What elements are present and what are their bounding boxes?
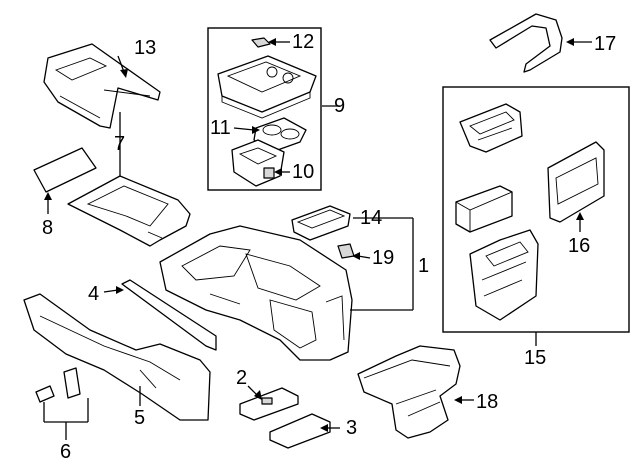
part-17-bracket [489, 13, 563, 73]
callout-5: 5 [134, 407, 145, 429]
part-10-storage-bin [231, 139, 285, 187]
callout-12: 12 [292, 31, 314, 53]
part-1-console-body [159, 225, 353, 361]
group-box-9 [207, 27, 322, 191]
part-2-module [239, 387, 299, 421]
callout-16: 16 [568, 235, 590, 257]
part-5-side-panel [23, 293, 211, 421]
arrows [44, 38, 592, 432]
part-19-clip [337, 243, 355, 259]
part-16-side-panel [547, 141, 605, 223]
callout-11: 11 [210, 117, 231, 139]
part-15-lower-housing [469, 229, 539, 321]
part-13-upper-trim [43, 43, 161, 129]
part-7-floor-mat [67, 175, 191, 247]
callout-15: 15 [524, 347, 546, 369]
part-15-battery [455, 185, 513, 233]
part-6-caps [35, 367, 81, 403]
part-8-small-mat [33, 147, 97, 193]
callout-18: 18 [476, 391, 498, 413]
callout-19: 19 [372, 247, 394, 269]
part-15-trim-upper [459, 103, 523, 153]
callout-7: 7 [114, 133, 125, 155]
callout-3: 3 [346, 417, 357, 439]
callout-4: 4 [88, 283, 99, 305]
part-18-armrest [357, 345, 461, 439]
part-12-clip [251, 37, 271, 48]
part-3-bracket [269, 413, 331, 449]
part-9-top-panel [217, 55, 317, 119]
callout-14: 14 [360, 207, 382, 229]
callout-1: 1 [418, 255, 429, 277]
callout-8: 8 [42, 217, 53, 239]
callout-10: 10 [292, 161, 314, 183]
leader-lines [43, 105, 537, 440]
callout-13: 13 [134, 37, 156, 59]
callout-9: 9 [334, 95, 345, 117]
callout-17: 17 [594, 33, 616, 55]
part-4-trim-strip [121, 279, 217, 351]
callout-6: 6 [60, 441, 71, 463]
part-14-tray [291, 205, 351, 241]
callout-labels: 1 2 3 4 5 6 7 8 9 10 11 12 13 14 15 16 1… [42, 31, 616, 463]
callout-2: 2 [236, 367, 247, 389]
